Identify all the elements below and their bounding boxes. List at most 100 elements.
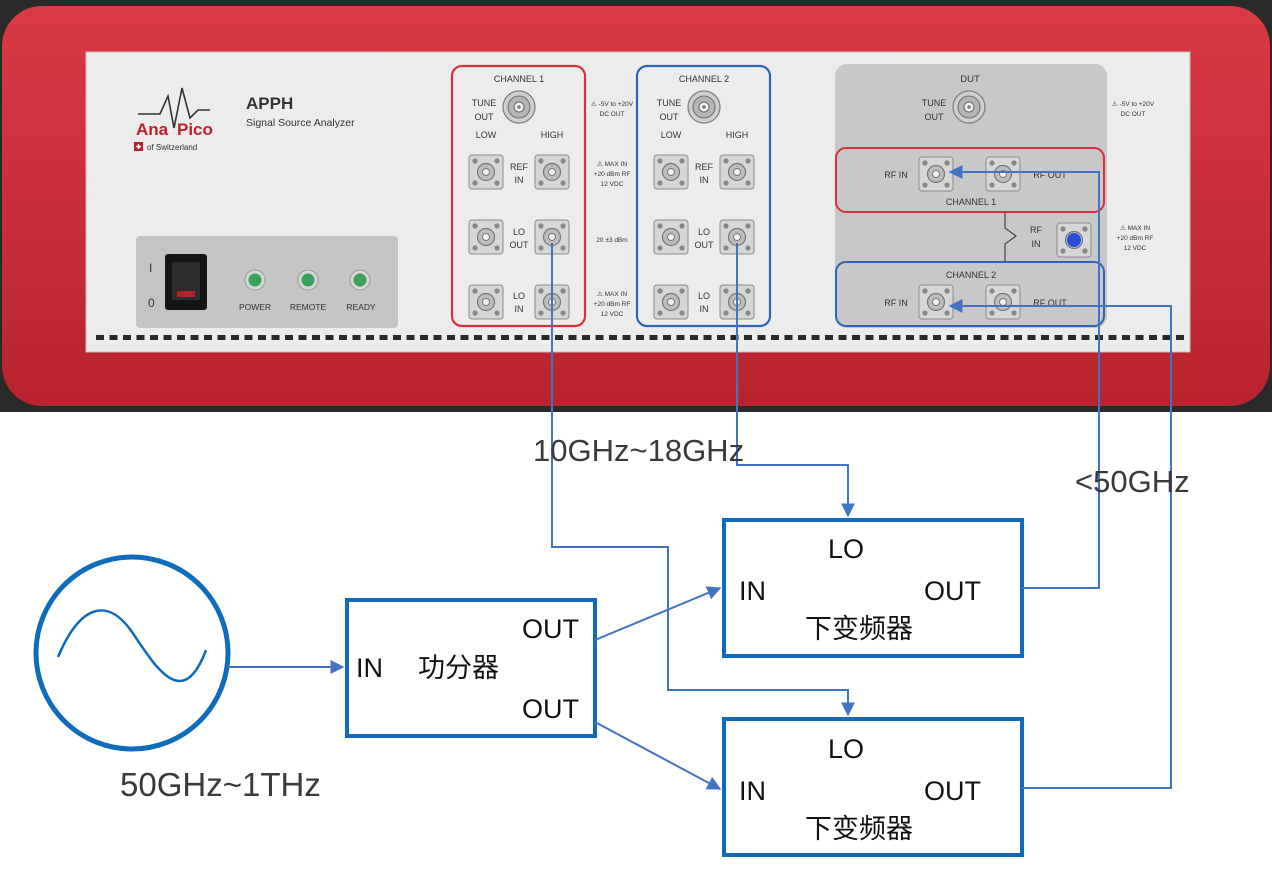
vent-slot (366, 335, 374, 340)
led-ready: READY (346, 269, 376, 312)
dut-tune-out-connector[interactable] (952, 90, 986, 124)
vent-slot (595, 335, 604, 340)
ch1-lo-out-label-1: LO (513, 227, 525, 237)
ch1-tune-out-connector[interactable] (502, 90, 536, 124)
vent-slot (906, 335, 914, 340)
vent-slot (474, 335, 482, 340)
source-circle (33, 554, 231, 752)
dut-title: DUT (960, 74, 980, 85)
downconverter-2: LO IN OUT 下变频器 (722, 717, 1024, 857)
dut-ch2-title: CHANNEL 2 (946, 270, 996, 280)
dut-ch1-rf-in-connector[interactable] (918, 156, 954, 192)
vent-slot (879, 335, 887, 340)
vent-slot (960, 335, 968, 340)
ch1-ref-in-high-connector[interactable] (534, 154, 570, 190)
vent-slots (96, 335, 1184, 340)
spec-ref-3: 12 VDC (601, 181, 624, 188)
ch2-lo-out-label-1: LO (698, 227, 710, 237)
vent-slot (271, 335, 280, 340)
vent-slot (690, 335, 698, 340)
vent-slot (568, 335, 577, 340)
vent-slot (676, 335, 685, 340)
ch2-lo-in-low-connector[interactable] (653, 284, 689, 320)
vent-slot (933, 335, 941, 340)
vent-slot (1081, 335, 1090, 340)
vent-slot (1108, 335, 1117, 340)
ch1-ref-in-low-connector[interactable] (468, 154, 504, 190)
vent-slot (865, 335, 874, 340)
vent-slot (811, 335, 820, 340)
dut-spec-max-1: ⚠ MAX IN (1120, 224, 1150, 232)
dut-rf-in-mid-2: IN (1032, 239, 1041, 249)
ch2-lo-out-low-connector[interactable] (653, 219, 689, 255)
connections (228, 165, 1172, 790)
ch1-ref-label-1: REF (510, 162, 529, 172)
dut-ch2-rf-in-connector[interactable] (918, 284, 954, 320)
if-frequency-label: <50GHz (1075, 464, 1190, 499)
dut-block: DUT TUNE OUT ⚠ -5V to +20V DC OUT RF IN … (835, 64, 1155, 328)
ch2-ref-in-high-connector[interactable] (719, 154, 755, 190)
channel-1-block: CHANNEL 1 TUNE OUT LOW HIGH REF IN LO OU… (450, 64, 587, 328)
ch2-lo-in-label-2: IN (700, 304, 709, 314)
dut-ch2-rf-out-label: RF OUT (1033, 298, 1067, 308)
led-remote: REMOTE (290, 269, 327, 312)
vent-slot (919, 335, 928, 340)
vent-slot (204, 335, 212, 340)
downconverter-1: LO IN OUT 下变频器 (722, 518, 1024, 658)
vent-slot (460, 335, 469, 340)
vent-slot (1149, 335, 1157, 340)
vent-slot (636, 335, 644, 340)
vent-slot (730, 335, 739, 340)
ch2-ref-in-low-connector[interactable] (653, 154, 689, 190)
led-label-power: POWER (239, 302, 271, 312)
vent-slot (1054, 335, 1063, 340)
mixer2-name-label: 下变频器 (805, 814, 913, 844)
mixer2-lo-label: LO (828, 734, 864, 764)
vent-slot (123, 335, 131, 340)
dut-ch1-rf-out-connector[interactable] (985, 156, 1021, 192)
dut-rf-in-mid-1: RF (1030, 225, 1042, 235)
vent-slot (838, 335, 847, 340)
dut-tune-label-2: OUT (925, 112, 945, 122)
mixer1-lo-label: LO (828, 534, 864, 564)
splitter-out2-label: OUT (522, 694, 579, 724)
ch2-high-label: HIGH (726, 130, 749, 140)
ch2-ref-label-2: IN (700, 175, 709, 185)
vent-slot (744, 335, 752, 340)
dut-ch2-rf-out-connector[interactable] (985, 284, 1021, 320)
vent-slot (1176, 335, 1184, 340)
splitter-to-mixer2-line (594, 721, 722, 790)
mixer2-out-to-dut-ch2-line (948, 299, 1172, 789)
mixer1-out-label: OUT (924, 576, 981, 606)
vent-slot (784, 335, 793, 340)
vent-slot (514, 335, 523, 340)
ch1-ref-label-2: IN (515, 175, 524, 185)
ch1-lo-out-label-2: OUT (510, 240, 530, 250)
vent-slot (1162, 335, 1171, 340)
vent-slot (393, 335, 401, 340)
anapico-logo: Ana Pico of Switzerland (134, 87, 213, 152)
splitter-in-label: IN (356, 653, 383, 683)
switch-off-label: 0 (148, 296, 155, 310)
ch1-lo-in-label-2: IN (515, 304, 524, 314)
ch2-ref-label-1: REF (695, 162, 714, 172)
spec-tune-1: ⚠ -5V to +20V (591, 100, 634, 108)
ch1-lo-to-mixer2-line (551, 243, 855, 717)
vent-slot (1068, 335, 1076, 340)
vent-slot (946, 335, 955, 340)
vent-slot (649, 335, 658, 340)
vent-slot (582, 335, 590, 340)
dut-ch1-title: CHANNEL 1 (946, 197, 996, 207)
ch2-tune-out-connector[interactable] (687, 90, 721, 124)
ch2-title: CHANNEL 2 (679, 74, 729, 84)
vent-slot (1135, 335, 1144, 340)
ch1-lo-out-low-connector[interactable] (468, 219, 504, 255)
ch2-lo-out-label-2: OUT (695, 240, 715, 250)
vent-slot (892, 335, 901, 340)
ch1-title: CHANNEL 1 (494, 74, 544, 84)
vent-slot (96, 335, 104, 340)
channel-2-block: CHANNEL 2 TUNE OUT LOW HIGH REF IN LO OU… (635, 64, 772, 328)
switch-on-label: I (149, 261, 152, 275)
ch1-lo-in-low-connector[interactable] (468, 284, 504, 320)
